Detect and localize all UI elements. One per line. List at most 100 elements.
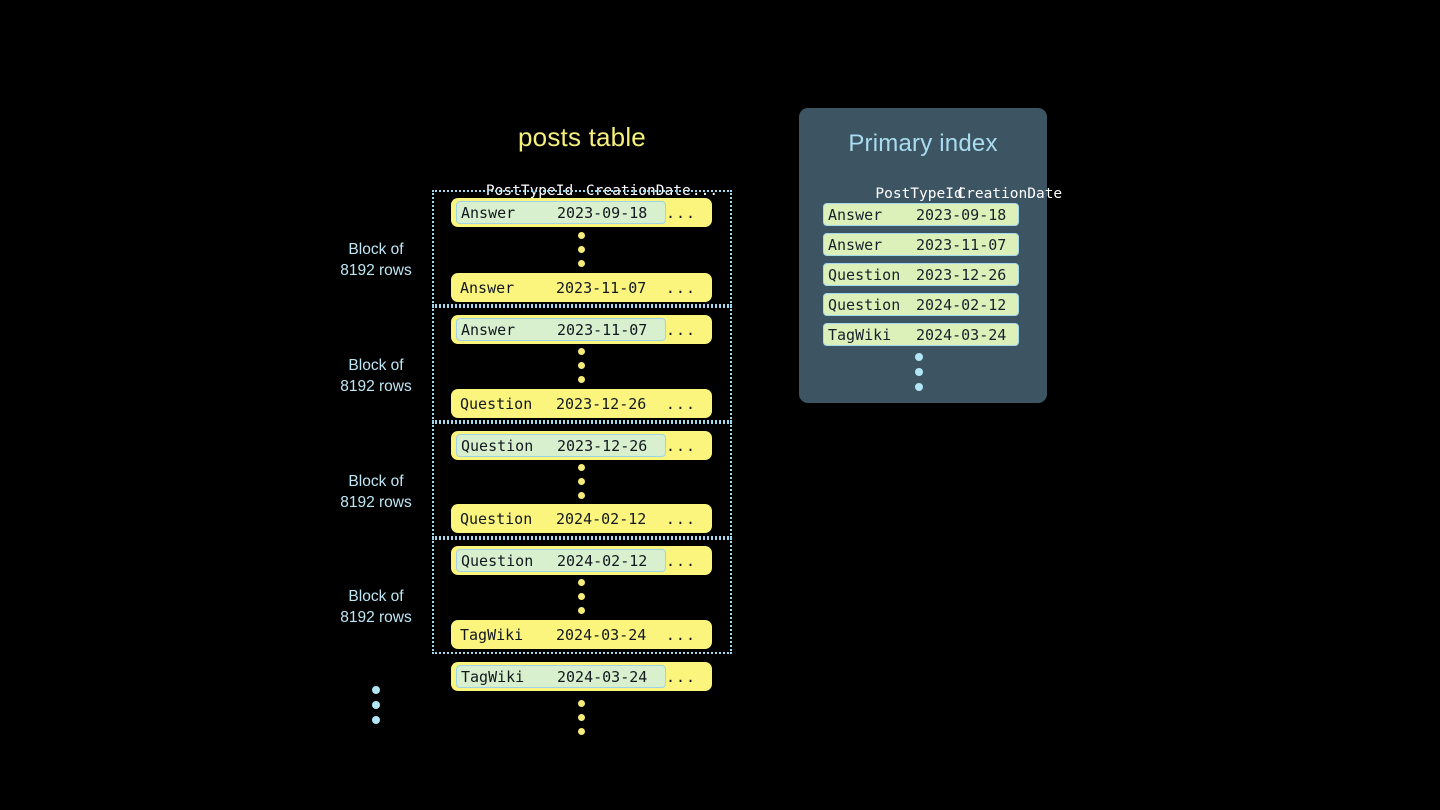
index-row-posttypeid: TagWiki	[828, 325, 892, 344]
dot	[578, 593, 585, 600]
dot	[578, 362, 585, 369]
table-row[interactable]: Answer 2023-11-07 ...	[451, 315, 712, 344]
ellipsis-dots-vertical	[578, 464, 585, 499]
block-frame-2	[432, 306, 732, 422]
block-label-3-line2: 8192 rows	[340, 494, 412, 511]
table-row[interactable]: TagWiki 2024-03-24 ...	[451, 662, 712, 691]
row-posttypeid: Answer	[460, 278, 515, 297]
index-row[interactable]: Question 2023-12-26	[823, 263, 1019, 286]
index-row-creationdate: 2023-09-18	[916, 205, 1007, 224]
row-posttypeid: Question	[461, 436, 534, 455]
row-posttypeid: TagWiki	[461, 667, 525, 686]
dot	[578, 260, 585, 267]
row-more: ...	[665, 278, 696, 297]
ellipsis-dots-vertical	[578, 579, 585, 614]
block-frame-4	[432, 538, 732, 654]
dot	[578, 728, 585, 735]
table-row[interactable]: Question 2023-12-26 ...	[451, 431, 712, 460]
index-row-posttypeid: Answer	[828, 235, 883, 254]
ellipsis-dots-vertical	[578, 700, 585, 735]
row-more: ...	[666, 320, 697, 339]
table-row[interactable]: Question 2023-12-26 ...	[451, 389, 712, 418]
block-label-1-line2: 8192 rows	[340, 262, 412, 279]
dot	[578, 607, 585, 614]
row-more: ...	[666, 436, 697, 455]
index-row[interactable]: Question 2024-02-12	[823, 293, 1019, 316]
row-posttypeid: Answer	[461, 320, 516, 339]
row-more: ...	[666, 203, 697, 222]
table-row[interactable]: Question 2024-02-12 ...	[451, 504, 712, 533]
ellipsis-dots-vertical	[578, 232, 585, 267]
dot	[915, 368, 923, 376]
block-label-2: Block of 8192 rows	[316, 355, 436, 397]
index-ellipsis-dots	[915, 353, 923, 391]
block-label-2-line2: 8192 rows	[340, 378, 412, 395]
row-cells: Answer 2023-11-07	[456, 276, 664, 299]
index-row-creationdate: 2024-02-12	[916, 295, 1007, 314]
ellipsis-dots-vertical	[578, 348, 585, 383]
dot	[578, 232, 585, 239]
block-frame-1	[432, 190, 732, 306]
row-posttypeid: Question	[460, 394, 533, 413]
index-header-creationdate: CreationDate	[957, 186, 1063, 202]
row-more: ...	[665, 509, 696, 528]
row-more: ...	[666, 667, 697, 686]
row-cells: TagWiki 2024-03-24	[456, 623, 664, 646]
row-posttypeid: Answer	[461, 203, 516, 222]
row-creationdate: 2023-12-26	[556, 394, 647, 413]
index-row-creationdate: 2023-12-26	[916, 265, 1007, 284]
row-creationdate: 2024-03-24	[556, 625, 647, 644]
table-row[interactable]: Answer 2023-09-18 ...	[451, 198, 712, 227]
dot	[372, 716, 380, 724]
row-creationdate: 2023-11-07	[557, 320, 648, 339]
row-more: ...	[666, 551, 697, 570]
row-more: ...	[665, 625, 696, 644]
index-row[interactable]: TagWiki 2024-03-24	[823, 323, 1019, 346]
row-creationdate: 2024-03-24	[557, 667, 648, 686]
dot	[372, 686, 380, 694]
dot	[578, 348, 585, 355]
index-row-posttypeid: Question	[828, 265, 901, 284]
row-cells: Question 2023-12-26	[456, 434, 666, 457]
index-row-posttypeid: Question	[828, 295, 901, 314]
block-label-4-line2: 8192 rows	[340, 609, 412, 626]
row-cells: Question 2024-02-12	[456, 507, 664, 530]
index-column-headers: PostTypeIdCreationDate	[823, 170, 1062, 218]
block-label-4-line1: Block of	[348, 588, 404, 605]
row-creationdate: 2023-09-18	[557, 203, 648, 222]
row-posttypeid: Question	[460, 509, 533, 528]
index-header-posttypeid: PostTypeId	[875, 186, 963, 202]
dot	[578, 478, 585, 485]
row-cells: TagWiki 2024-03-24	[456, 665, 666, 688]
table-row[interactable]: TagWiki 2024-03-24 ...	[451, 620, 712, 649]
row-cells: Answer 2023-11-07	[456, 318, 666, 341]
row-posttypeid: TagWiki	[460, 625, 524, 644]
ellipsis-dots-blocks	[372, 686, 380, 724]
primary-index-title: Primary index	[848, 130, 998, 157]
dot	[578, 492, 585, 499]
table-row[interactable]: Answer 2023-11-07 ...	[451, 273, 712, 302]
block-label-1-line1: Block of	[348, 241, 404, 258]
row-more: ...	[665, 394, 696, 413]
block-frame-3	[432, 422, 732, 538]
dot	[578, 246, 585, 253]
primary-index-panel: Primary index PostTypeIdCreationDate Ans…	[799, 108, 1062, 403]
dot	[915, 383, 923, 391]
dot	[578, 714, 585, 721]
row-creationdate: 2024-02-12	[556, 509, 647, 528]
block-label-3: Block of 8192 rows	[316, 471, 436, 513]
index-row-creationdate: 2024-03-24	[916, 325, 1007, 344]
row-posttypeid: Question	[461, 551, 534, 570]
dot	[578, 376, 585, 383]
posts-table-title: posts table	[518, 122, 646, 152]
dot	[915, 353, 923, 361]
row-creationdate: 2023-12-26	[557, 436, 648, 455]
block-label-2-line1: Block of	[348, 357, 404, 374]
block-label-4: Block of 8192 rows	[316, 586, 436, 628]
row-creationdate: 2023-11-07	[556, 278, 647, 297]
